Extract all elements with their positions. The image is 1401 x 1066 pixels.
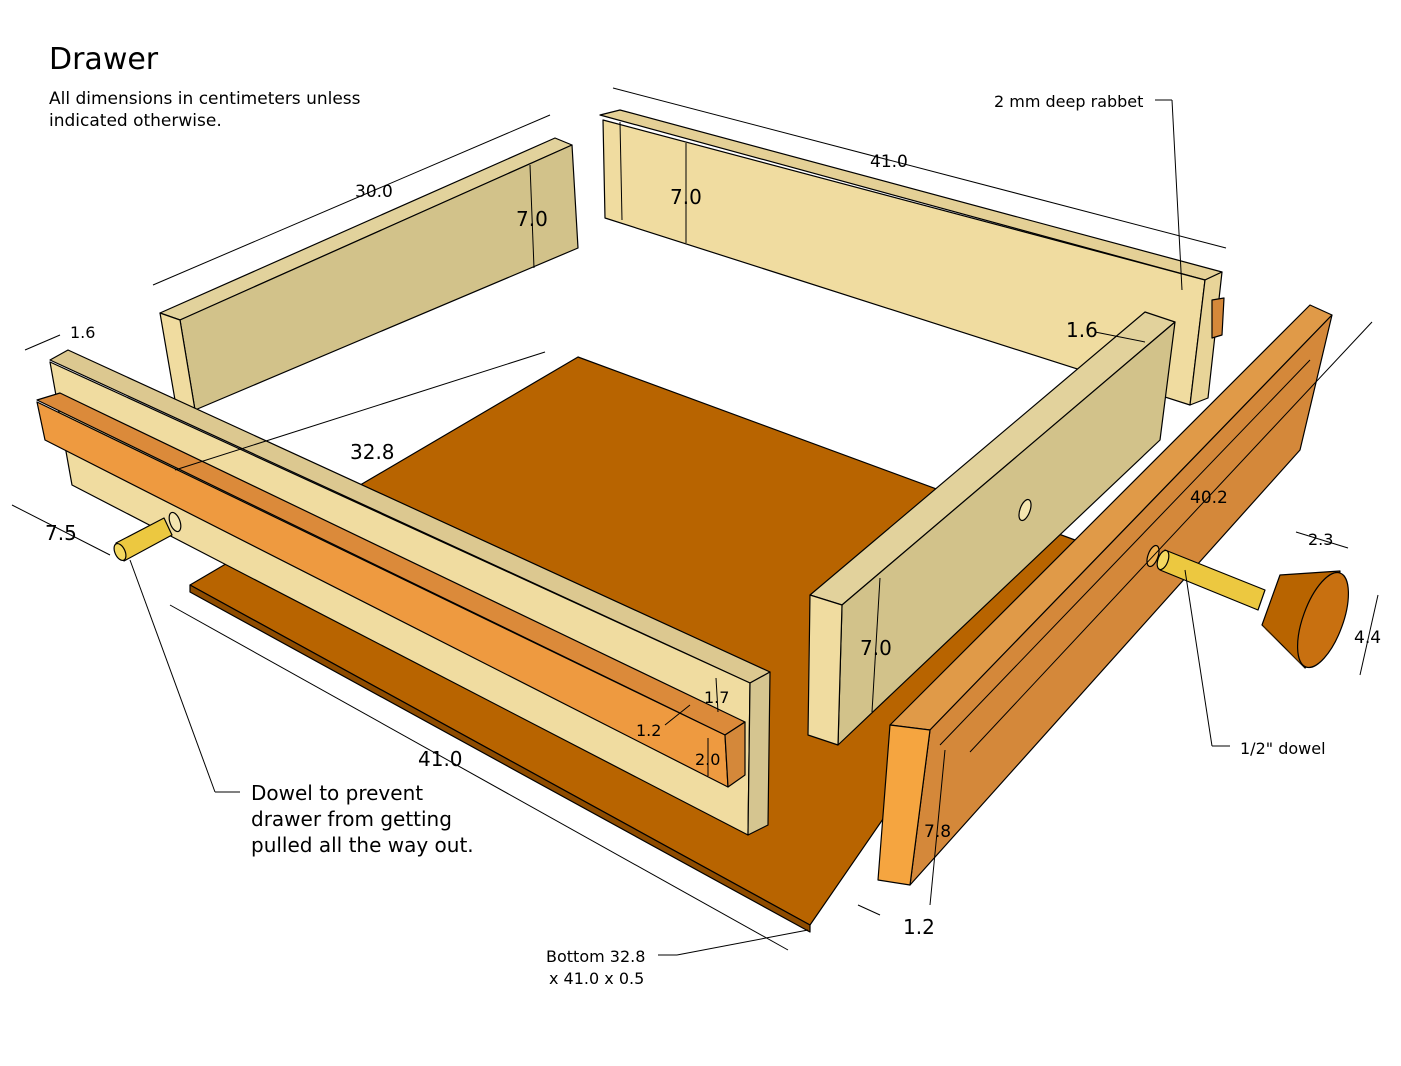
drawer-knob xyxy=(1261,570,1350,669)
dim-left-side-length: 30.0 xyxy=(355,182,393,202)
dim-front-thickness: 1.6 xyxy=(70,323,95,342)
dim-bottom-width: 32.8 xyxy=(350,440,395,464)
left-rail xyxy=(36,392,746,788)
rabbet-label: 2 mm deep rabbet xyxy=(994,92,1143,111)
dim-bottom-length: 41.0 xyxy=(418,747,463,771)
dowel-hole xyxy=(1018,498,1032,522)
diagram-title: Drawer xyxy=(49,42,159,77)
dim-dowel-offset: 7.5 xyxy=(45,521,77,545)
dim-right-side-height: 7.0 xyxy=(860,636,892,660)
dim-rail-height: 2.0 xyxy=(695,750,720,769)
right-side-board xyxy=(807,311,1176,746)
half-dowel-label: 1/2" dowel xyxy=(1240,739,1326,758)
dim-left-side-height: 7.0 xyxy=(516,207,548,231)
right-dowel xyxy=(1156,549,1266,611)
dim-back-length: 41.0 xyxy=(870,152,908,172)
dim-rail-length: 40.2 xyxy=(1190,488,1228,508)
dowel-hole xyxy=(168,511,182,533)
dim-front-height: 7.8 xyxy=(924,822,951,842)
dim-right-thickness: 1.6 xyxy=(1066,318,1098,342)
dowel-note: Dowel to prevent drawer from getting pul… xyxy=(251,781,474,857)
diagram-subtitle: All dimensions in centimeters unless ind… xyxy=(49,89,361,131)
dim-back-height: 7.0 xyxy=(670,185,702,209)
dimension-lines xyxy=(11,87,1379,956)
dim-knob-depth: 2.3 xyxy=(1308,530,1333,549)
dim-rail-width: 1.2 xyxy=(636,721,661,740)
right-rail xyxy=(877,304,1333,886)
dim-knob-diameter: 4.4 xyxy=(1354,628,1381,648)
left-dowel xyxy=(113,517,173,562)
dim-front-depth: 1.2 xyxy=(903,915,935,939)
bottom-spec-line1: Bottom 32.8 xyxy=(546,947,646,966)
left-side-board xyxy=(159,137,579,411)
dim-groove-depth: 1.7 xyxy=(704,688,729,707)
back-board xyxy=(599,109,1225,406)
bottom-spec-line2: x 41.0 x 0.5 xyxy=(549,969,645,988)
